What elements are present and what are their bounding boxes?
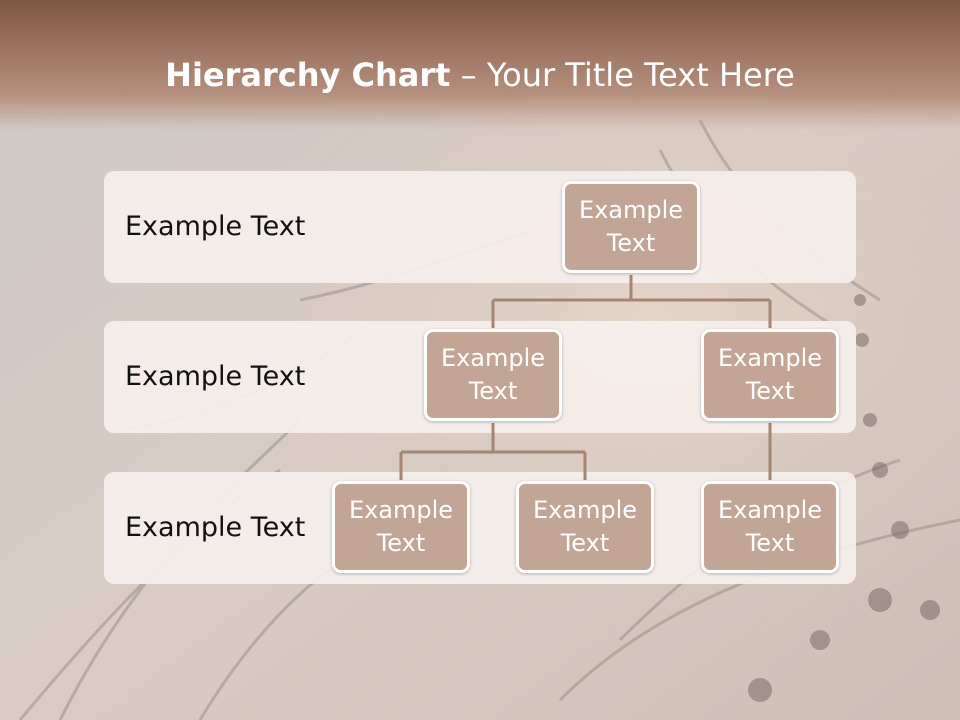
level-label-3: Example Text [125,512,306,543]
level-band-1: Example Text [104,171,856,283]
node-level3-c-label: Example Text [717,496,823,557]
node-level2-left[interactable]: Example Text [424,329,562,421]
level-label-1: Example Text [125,211,306,242]
node-level3-a[interactable]: Example Text [332,481,470,573]
slide-title: Hierarchy Chart – Your Title Text Here [0,52,960,98]
node-root[interactable]: Example Text [562,181,700,273]
node-root-label: Example Text [578,196,684,257]
title-rest: – Your Title Text Here [450,56,795,94]
node-level2-right-label: Example Text [717,344,823,405]
node-level3-b[interactable]: Example Text [516,481,654,573]
level-label-2: Example Text [125,361,306,392]
node-level3-b-label: Example Text [532,496,638,557]
title-bold: Hierarchy Chart [165,56,451,94]
title-bar [0,0,960,130]
node-level3-a-label: Example Text [348,496,454,557]
node-level2-right[interactable]: Example Text [701,329,839,421]
node-level2-left-label: Example Text [440,344,546,405]
node-level3-c[interactable]: Example Text [701,481,839,573]
